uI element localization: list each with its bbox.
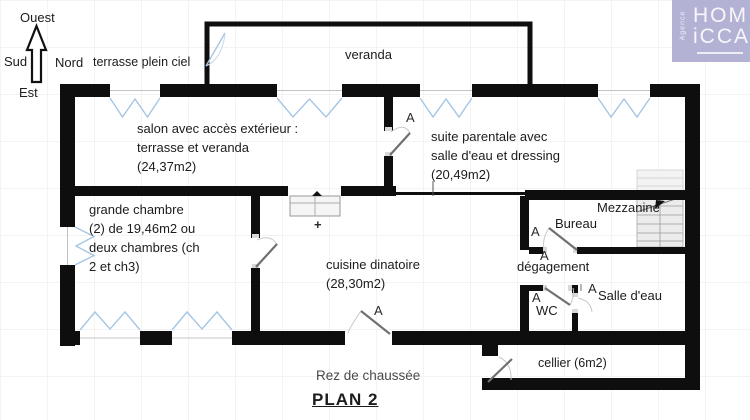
- door-marker-wc: A: [532, 290, 541, 305]
- veranda-label: veranda: [345, 47, 392, 62]
- compass-south-label: Sud: [4, 54, 28, 69]
- room-label-salle-eau: Salle d'eau: [598, 288, 662, 303]
- compass-north-label: Nord: [55, 55, 84, 70]
- window-sills: [67, 90, 650, 339]
- compass-west-label: Ouest: [20, 10, 55, 25]
- logo-word-top: HOM: [693, 4, 748, 27]
- kitchen-plus-symbol: +: [314, 217, 322, 232]
- room-label-degagement: dégagement: [517, 259, 590, 274]
- door-marker-cuisine: A: [374, 303, 383, 318]
- exterior-walls: [60, 84, 700, 390]
- room-label-mezzanine: Mezzanine: [597, 200, 660, 215]
- door-marker-bureau: A: [531, 224, 540, 239]
- door-swings: [255, 126, 593, 383]
- room-label-bureau: Bureau: [555, 216, 597, 231]
- kitchen-unit: [289, 191, 341, 217]
- logo-word-bottom: iCCA: [693, 25, 750, 48]
- room-label-cuisine: cuisine dinatoire (28,30m2): [326, 257, 420, 291]
- plan-title: PLAN 2: [312, 390, 379, 409]
- logo-vertical-text: Agence: [679, 10, 687, 41]
- door-marker-suite: A: [406, 110, 415, 125]
- room-label-suite: suite parentale avec salle d'eau et dres…: [431, 129, 560, 182]
- floor-label: Rez de chaussée: [316, 368, 421, 383]
- room-label-cellier: cellier (6m2): [538, 356, 607, 370]
- interior-walls: [60, 97, 700, 331]
- agency-logo: Agence HOM iCCA: [672, 0, 750, 62]
- room-label-wc: WC: [536, 303, 558, 318]
- door-marker-degagement: A: [540, 248, 549, 263]
- window-swings: [74, 97, 651, 331]
- terrace-label: terrasse plein ciel: [93, 55, 191, 69]
- door-marker-salle-eau: A: [588, 281, 597, 296]
- staircase: [636, 169, 684, 248]
- room-label-chambre: grande chambre (2) de 19,46m2 ou deux ch…: [89, 202, 200, 274]
- room-label-salon: salon avec accès extérieur : terrasse et…: [137, 121, 299, 174]
- compass-arrow-icon: [25, 23, 48, 84]
- logo-tagline-line: [697, 52, 743, 54]
- veranda-walls: [204, 21, 533, 88]
- compass-east-label: Est: [19, 85, 38, 100]
